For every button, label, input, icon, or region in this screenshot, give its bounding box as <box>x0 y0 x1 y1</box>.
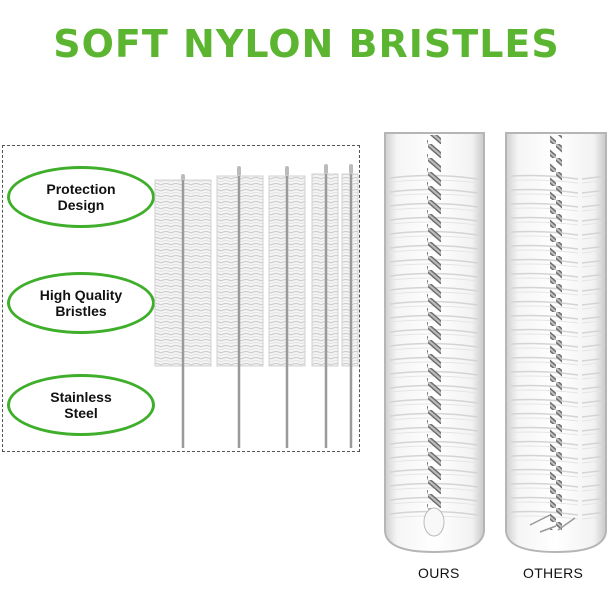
feature-label: Protection Design <box>46 181 116 213</box>
features-panel: Protection Design High Quality Bristles … <box>2 145 360 452</box>
brush-set-image <box>154 164 359 448</box>
brush-2 <box>216 166 264 448</box>
brush-3 <box>268 166 306 448</box>
feature-high-quality-bristles: High Quality Bristles <box>7 272 155 334</box>
brush-1 <box>154 174 212 448</box>
feature-stainless-steel: Stainless Steel <box>7 374 155 436</box>
feature-label: Stainless Steel <box>50 389 112 421</box>
others-label: OTHERS <box>523 565 584 581</box>
brush-4 <box>311 164 339 448</box>
feature-protection-design: Protection Design <box>7 166 155 228</box>
headline-title: SOFT NYLON BRISTLES <box>53 22 560 66</box>
others-tube <box>505 132 607 554</box>
ours-tube <box>384 132 485 554</box>
brush-5 <box>341 164 359 448</box>
ours-label: OURS <box>418 565 460 581</box>
feature-label: High Quality Bristles <box>39 287 123 319</box>
comparison-image <box>384 132 607 554</box>
